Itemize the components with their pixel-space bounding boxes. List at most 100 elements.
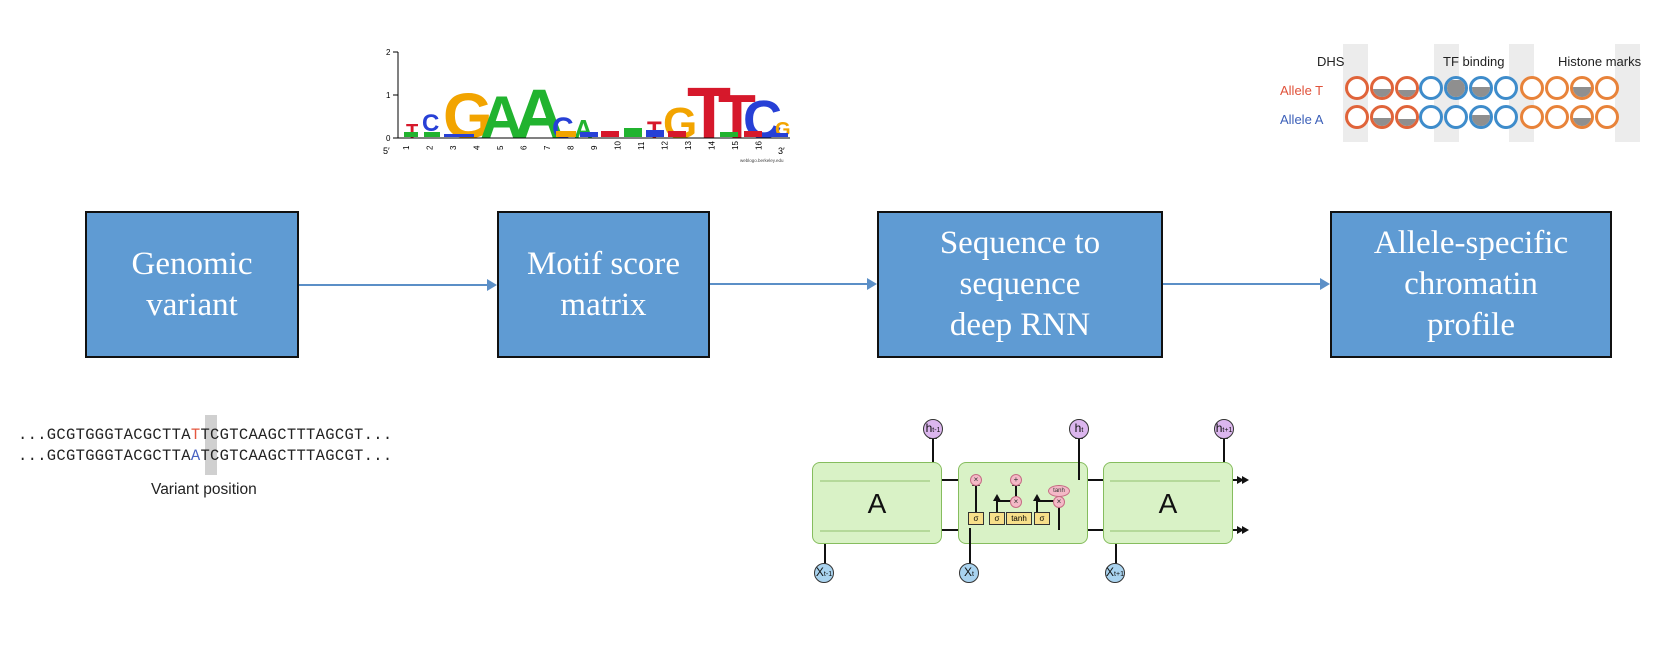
h-current-node: ht [1069,419,1089,439]
arrow-variant-to-motif [299,279,497,291]
h-next-arrow [1220,432,1228,462]
header-histone-marks: Histone marks [1558,54,1642,69]
logo-small-mark [556,131,576,137]
logo-xtick: 2 [426,145,435,150]
faint-line [1110,530,1220,532]
gate-line [1033,494,1041,512]
chromatin-fill [1472,87,1490,97]
chromatin-circle [1370,105,1394,129]
sequence-allele-t: ...GCGTGGGTACGCTTATTCGTCAAGCTTTAGCGT... [18,426,392,444]
arrow-rnn-to-profile [1163,278,1330,290]
chromatin-fill [1398,118,1416,126]
logo-small-mark [404,132,418,137]
logo-small-mark [601,131,619,137]
logo-xtick: 1 [402,145,411,150]
logo-small-mark [444,134,474,137]
logo-5prime: 5′ [383,146,390,156]
logo-xtick: 16 [755,141,764,150]
logo-ytick-2: 2 [386,48,391,57]
chromatin-circle [1595,76,1619,100]
input-multiply-op: × [1010,496,1022,508]
box-genomic-variant: Genomic variant [85,211,299,358]
h-prev-node: ht-1 [923,419,943,439]
variant-position-label: Variant position [151,481,257,498]
logo-xtick: 6 [520,145,529,150]
h-next-node: ht+1 [1214,419,1234,439]
x-next-line [1115,544,1117,568]
gate-line [1036,500,1058,502]
chromatin-circle [1494,105,1518,129]
h-current-arrow [1075,432,1083,480]
logo-letter-C2: C [422,110,439,137]
logo-small-mark [646,130,664,137]
cell-tanh-op: tanh [1048,485,1070,497]
logo-small-mark [772,133,788,137]
tanh-gate: tanh [1006,512,1032,525]
gate-line [972,479,980,512]
logo-xtick: 12 [661,141,670,150]
chromatin-circle [1444,76,1468,100]
chromatin-fill [1373,117,1391,126]
logo-letter-G11: G [663,99,697,148]
input-line [969,528,971,568]
chromatin-circle [1419,76,1443,100]
logo-xtick: 15 [731,141,740,150]
forget-gate: σ [968,512,984,525]
logo-xtick: 3 [449,145,458,150]
logo-credit: weblogo.berkeley.edu [740,158,784,163]
chromatin-circle [1570,105,1594,129]
faint-line [1110,480,1220,482]
sequence-logo-svg: 2 1 0 bits T C G A A C A T G T T C G 5′ … [368,48,791,163]
box-allele-specific-profile: Allele-specific chromatin profile [1330,211,1612,358]
chromatin-circle [1345,105,1369,129]
allele-t-label: Allele T [1280,83,1324,98]
logo-small-mark [580,132,598,137]
logo-xtick: 11 [637,141,646,150]
chromatin-circle [1469,105,1493,129]
add-op: + [1010,474,1022,486]
lstm-cell-next-label: A [1158,488,1178,519]
logo-letter-A5: A [514,75,565,153]
box-seq2seq-rnn: Sequence to sequence deep RNN [877,211,1163,358]
chromatin-circle [1395,105,1419,129]
chromatin-circle [1520,76,1544,100]
chromatin-fill [1373,88,1391,97]
logo-xtick: 5 [496,145,505,150]
logo-small-mark [424,132,440,137]
chromatin-fill [1573,117,1591,126]
sequence-logo: 2 1 0 bits T C G A A C A T G T T C G 5′ … [368,46,800,171]
seq-suffix-t: TCGTCAAGCTTTAGCGT... [200,426,393,444]
input-gate: σ [989,512,1005,525]
chrom-band [1615,44,1640,142]
logo-xtick: 4 [473,145,482,150]
chromatin-circle [1444,105,1468,129]
logo-letter-A7: A [574,114,593,144]
x-next-node: Xt+1 [1105,563,1125,583]
chromatin-fill [1398,89,1416,97]
logo-letter-A4: A [480,84,523,151]
logo-xtick: 8 [567,145,576,150]
chromatin-circle [1419,105,1443,129]
logo-small-mark [668,131,686,137]
forget-multiply-op: × [970,474,982,486]
logo-small-mark [624,128,642,137]
chromatin-circle [1370,76,1394,100]
logo-ytick-0: 0 [386,134,391,143]
header-tf-binding: TF binding [1443,54,1505,69]
logo-letter-G3: G [443,80,493,152]
chromatin-circle [1520,105,1544,129]
logo-small-mark [720,132,738,137]
chromatin-fill [1573,87,1591,97]
logo-xtick: 13 [684,141,693,150]
x-prev-node: Xt-1 [814,563,834,583]
variant-position-highlight [205,415,217,475]
chromatin-fill [1447,79,1465,97]
chromatin-circle [1545,105,1569,129]
logo-xtick: 9 [590,145,599,150]
variant-base-a: A [190,447,201,465]
logo-xtick: 14 [708,141,717,150]
box-motif-score-matrix: Motif score matrix [497,211,710,358]
arrow-motif-to-rnn [710,278,877,290]
logo-letter-C6: C [552,112,574,145]
